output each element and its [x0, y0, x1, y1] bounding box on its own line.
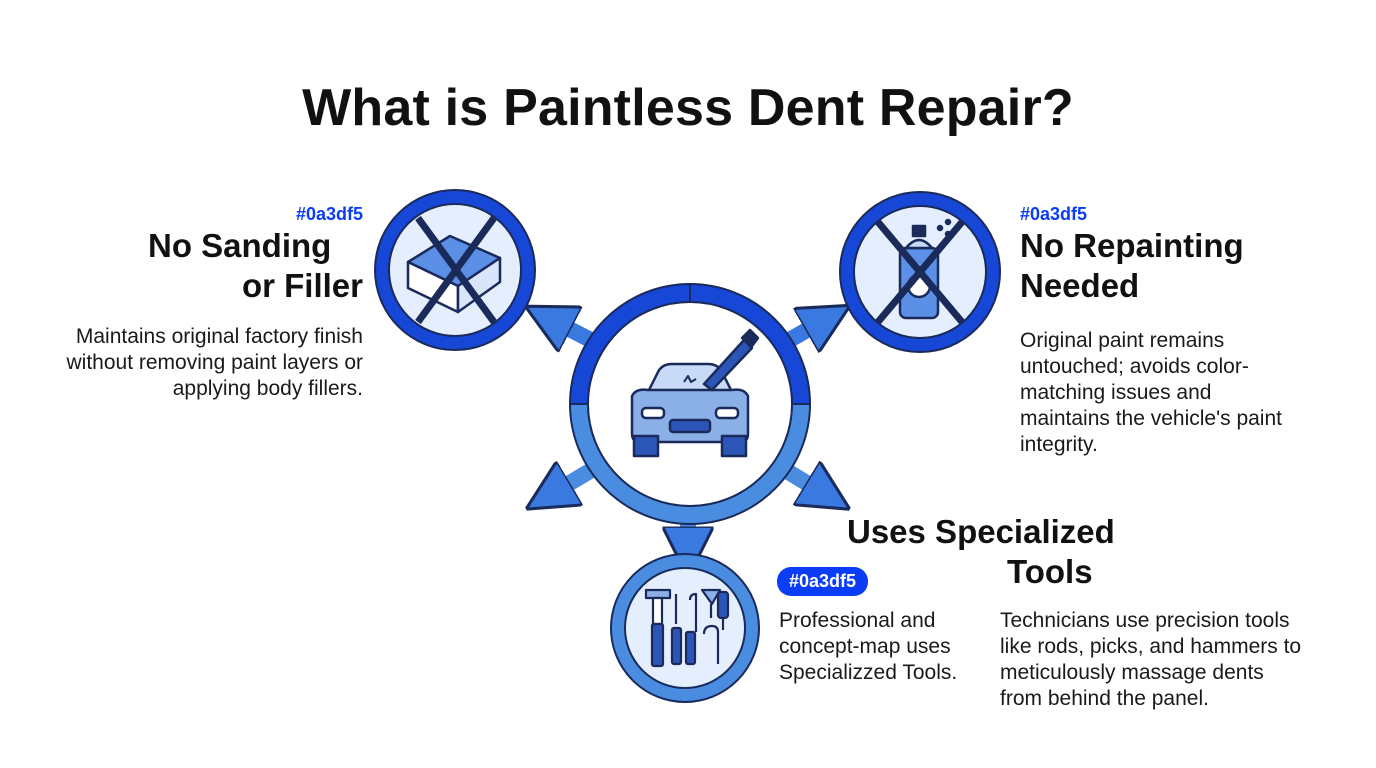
tools-description-line: meticulously massage dents: [1000, 661, 1264, 684]
node-no-repainting-circle: [839, 191, 1001, 353]
node-no-sanding-circle: [374, 189, 536, 351]
car-with-dent-tool-icon: [630, 328, 760, 458]
tools-description-line: like rods, picks, and hammers to: [1000, 635, 1302, 658]
no-repainting-heading-line2: Needed: [1020, 267, 1140, 304]
no-sanding-description: Maintains original factory finish withou…: [67, 324, 363, 402]
node-tools-circle: [610, 553, 760, 703]
tools-description: Technicians use precision tools like rod…: [1000, 608, 1301, 712]
no-sanding-heading-line2: or Filler: [241, 267, 363, 304]
no-repainting-description-line: integrity.: [1020, 433, 1098, 456]
no-sanding-heading-line1: No Sanding: [148, 227, 332, 264]
tools-side-note: Professional and concept-map uses Specia…: [779, 608, 957, 686]
no-sanding-description-line: without removing paint layers or: [66, 351, 363, 374]
tools-heading-line1: Uses Specialized: [847, 513, 1115, 550]
page-title: What is Paintless Dent Repair?: [302, 79, 1074, 137]
no-repainting-description: Original paint remains untouched; avoids…: [1020, 328, 1282, 458]
no-sanding-description-line: Maintains original factory finish: [75, 325, 363, 348]
no-sanding-description-line: applying body fillers.: [172, 377, 363, 400]
no-repainting-description-line: Original paint remains: [1020, 329, 1225, 352]
no-repainting-description-line: matching issues and: [1020, 381, 1212, 404]
crossed-out-sanding-block-icon: [406, 215, 502, 325]
tools-description-line: Technicians use precision tools: [1000, 609, 1290, 632]
no-repainting-description-line: maintains the vehicle's paint: [1020, 407, 1282, 430]
tools-heading-line2: Tools: [1007, 553, 1093, 590]
tools-description-line: from behind the panel.: [1000, 687, 1209, 710]
tools-side-note-line: Professional and: [779, 609, 936, 632]
tools-hex-badge: #0a3df5: [777, 567, 869, 596]
tools-side-note-line: Specializzed Tools.: [779, 661, 958, 684]
no-repainting-description-line: untouched; avoids color-: [1020, 355, 1249, 378]
crossed-out-spray-can-icon: [875, 218, 965, 325]
no-repainting-heading-line1: No Repainting: [1020, 227, 1244, 264]
tools-side-note-line: concept-map uses: [779, 635, 951, 658]
dent-repair-tools-icon: [644, 588, 730, 668]
no-repainting-hex-label: #0a3df5: [1020, 204, 1088, 224]
no-sanding-hex-label: #0a3df5: [295, 204, 363, 224]
